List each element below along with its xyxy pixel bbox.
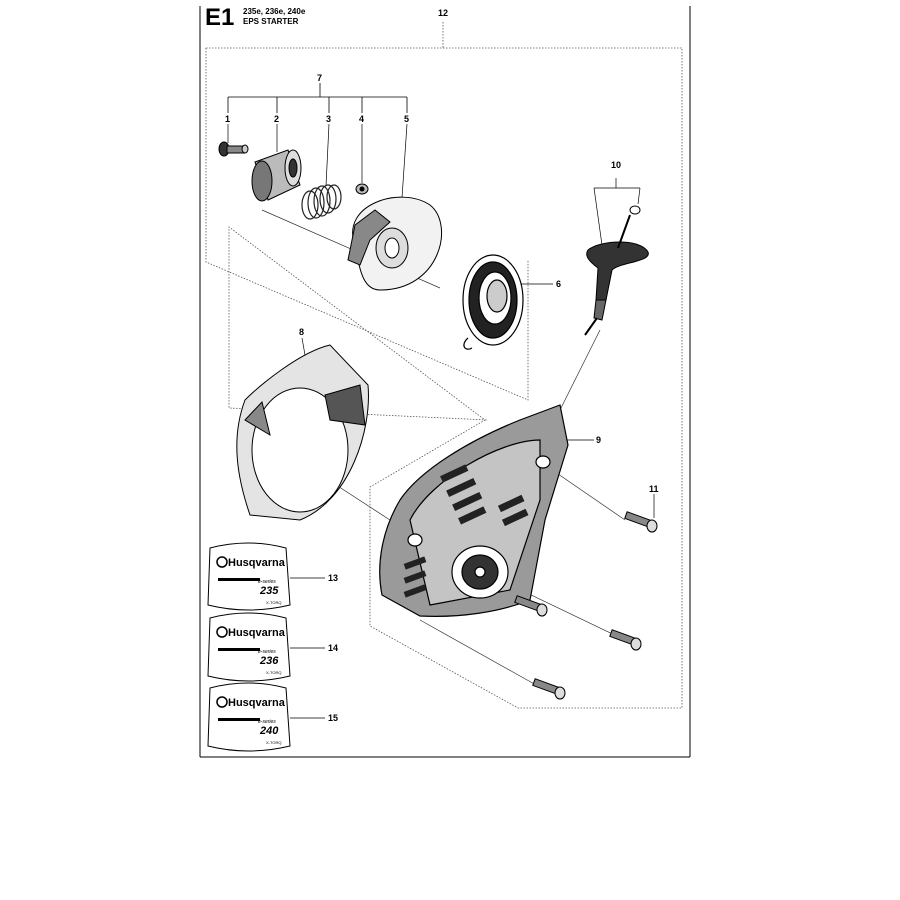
callout-2: 2 xyxy=(274,114,279,124)
callout-10: 10 xyxy=(611,160,621,170)
decal-feature: X-TORQ xyxy=(266,670,281,675)
decal-14: Husqvarna e-series 236 X-TORQ xyxy=(207,612,291,682)
decal-series: e-series xyxy=(258,579,276,585)
decal-model: 236 xyxy=(259,655,279,667)
decal-series: e-series xyxy=(258,649,276,655)
part-10-starter-handle xyxy=(584,205,649,336)
callout-numbers: 1 2 3 4 5 6 7 8 9 10 11 12 13 14 15 xyxy=(225,8,659,723)
decal-brand: Husqvarna xyxy=(228,627,286,639)
callout-13: 13 xyxy=(328,573,338,583)
callout-11: 11 xyxy=(649,484,659,494)
housing-vents xyxy=(403,464,529,598)
callout-4: 4 xyxy=(359,114,364,124)
decal-feature: X-TORQ xyxy=(266,740,281,745)
part-8-air-guide xyxy=(236,344,369,521)
diagram-title: EPS STARTER xyxy=(243,17,299,26)
part-3-spring xyxy=(301,184,342,220)
callout-12: 12 xyxy=(438,8,448,18)
screw-d xyxy=(532,678,566,700)
callout-15: 15 xyxy=(328,713,338,723)
decal-model: 235 xyxy=(259,585,279,597)
decal-model: 240 xyxy=(259,725,279,737)
callout-7: 7 xyxy=(317,73,322,83)
callout-6: 6 xyxy=(556,279,561,289)
callout-8: 8 xyxy=(299,327,304,337)
part-2-pulley xyxy=(251,149,302,202)
callout-1: 1 xyxy=(225,114,230,124)
part-4-pawl xyxy=(355,183,369,195)
part-9-starter-housing xyxy=(379,404,569,617)
decal-brand: Husqvarna xyxy=(228,557,286,569)
callout-5: 5 xyxy=(404,114,409,124)
part-6-spring-cassette xyxy=(462,254,524,350)
part-5-starter-plate xyxy=(347,196,443,291)
decal-feature: X-TORQ xyxy=(266,600,281,605)
callout-14: 14 xyxy=(328,643,338,653)
callout-9: 9 xyxy=(596,435,601,445)
screw-c xyxy=(609,629,642,651)
decal-15: Husqvarna e-series 240 X-TORQ xyxy=(207,682,291,752)
part-11-screws xyxy=(514,511,658,700)
model-list: 235e, 236e, 240e xyxy=(243,7,306,16)
screw-b xyxy=(514,595,548,617)
decal-series: e-series xyxy=(258,719,276,725)
screw-a xyxy=(624,511,658,533)
decal-13: Husqvarna e-series 235 X-TORQ xyxy=(207,542,291,611)
part-1-screw xyxy=(218,141,249,157)
callout-3: 3 xyxy=(326,114,331,124)
section-code: E1 xyxy=(205,4,235,31)
decal-brand: Husqvarna xyxy=(228,697,286,709)
callout-7-bracket xyxy=(227,83,408,113)
assembly-boundary xyxy=(205,22,683,709)
page-frame xyxy=(199,6,691,758)
